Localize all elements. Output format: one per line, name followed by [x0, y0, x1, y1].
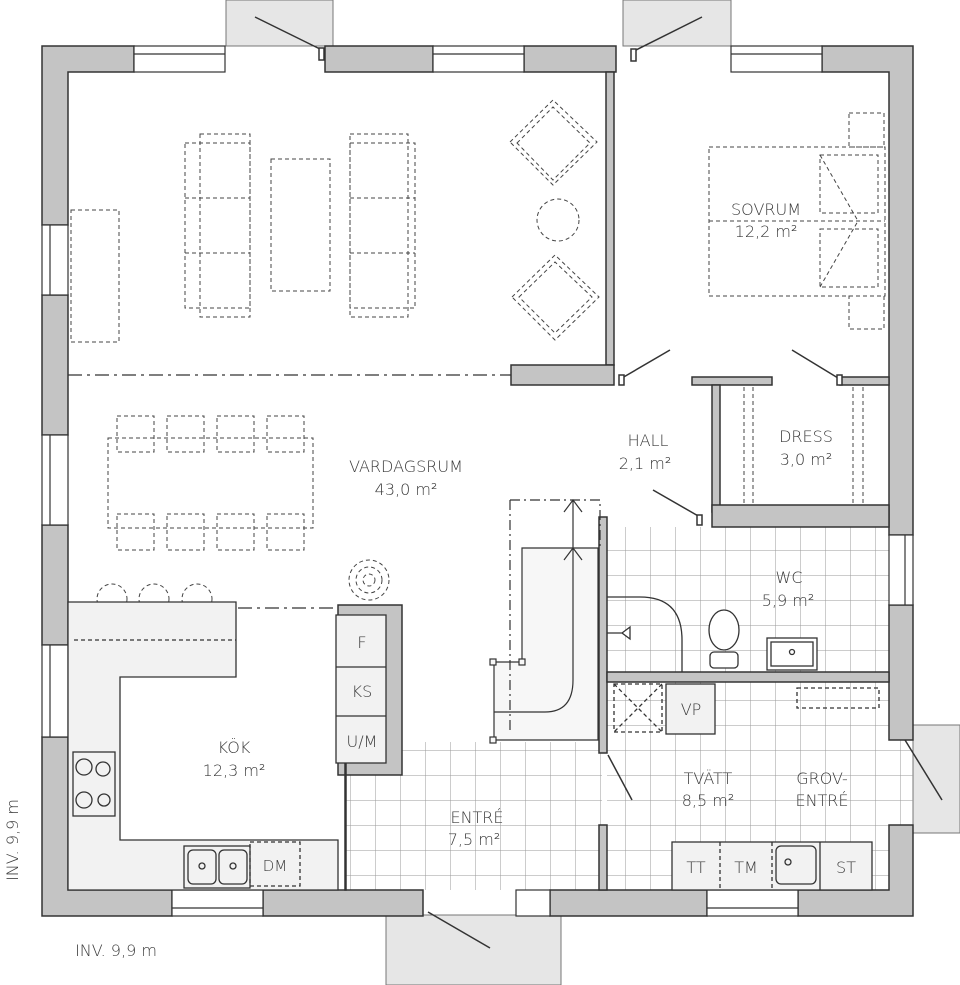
label-grov-entre: ENTRÉ [795, 791, 848, 810]
label-heat-pump: VP [681, 700, 702, 719]
laundry-fixtures [613, 683, 880, 891]
label-fridge: F [357, 633, 366, 652]
kitchen-counters [67, 601, 387, 891]
label-entre: ENTRÉ [450, 808, 503, 827]
area-hall: 2,1 m² [619, 454, 672, 473]
label-dishwasher: DM [263, 857, 288, 875]
label-cabinet: ST [836, 858, 856, 877]
label-sovrum: SOVRUM [731, 200, 801, 219]
doors [254, 16, 943, 949]
label-dress: DRESS [779, 427, 833, 446]
label-dryer: TT [686, 858, 705, 877]
area-kok: 12,3 m² [203, 761, 266, 780]
appliance-labels: F KS U/M DM VP TT TM ST [263, 633, 856, 877]
wardrobes [743, 387, 864, 505]
tiled-floors [345, 527, 913, 890]
label-kok: KÖK [218, 738, 251, 757]
area-tvatt: 8,5 m² [682, 791, 735, 810]
area-entre: 7,5 m² [448, 830, 501, 849]
area-vardagsrum: 43,0 m² [375, 480, 438, 499]
label-washer: TM [734, 858, 758, 877]
label-hall: HALL [628, 431, 669, 450]
bed [708, 112, 886, 330]
room-labels: VARDAGSRUM 43,0 m² SOVRUM 12,2 m² HALL 2… [203, 200, 849, 849]
area-dress: 3,0 m² [780, 450, 833, 469]
exterior-steps [225, 0, 960, 985]
label-grov: GROV- [796, 769, 848, 788]
dining-table [96, 415, 390, 615]
bathroom-fixtures [607, 596, 818, 672]
label-wc: WC [776, 568, 803, 587]
staircase [489, 499, 601, 744]
room-dividers [68, 374, 511, 609]
label-freezer: KS [352, 682, 373, 701]
area-wc: 5,9 m² [762, 591, 815, 610]
label-oven: U/M [347, 732, 378, 751]
windows [41, 45, 914, 917]
living-room-furniture [70, 99, 600, 343]
dimension-bottom: INV. 9,9 m [75, 941, 157, 960]
dimension-left: INV. 9,9 m [3, 799, 22, 881]
label-tvatt: TVÄTT [684, 769, 733, 788]
label-vardagsrum: VARDAGSRUM [349, 457, 463, 476]
interior-walls [337, 71, 890, 891]
area-sovrum: 12,2 m² [735, 222, 798, 241]
dimensions: INV. 9,9 m INV. 9,9 m [3, 799, 157, 960]
